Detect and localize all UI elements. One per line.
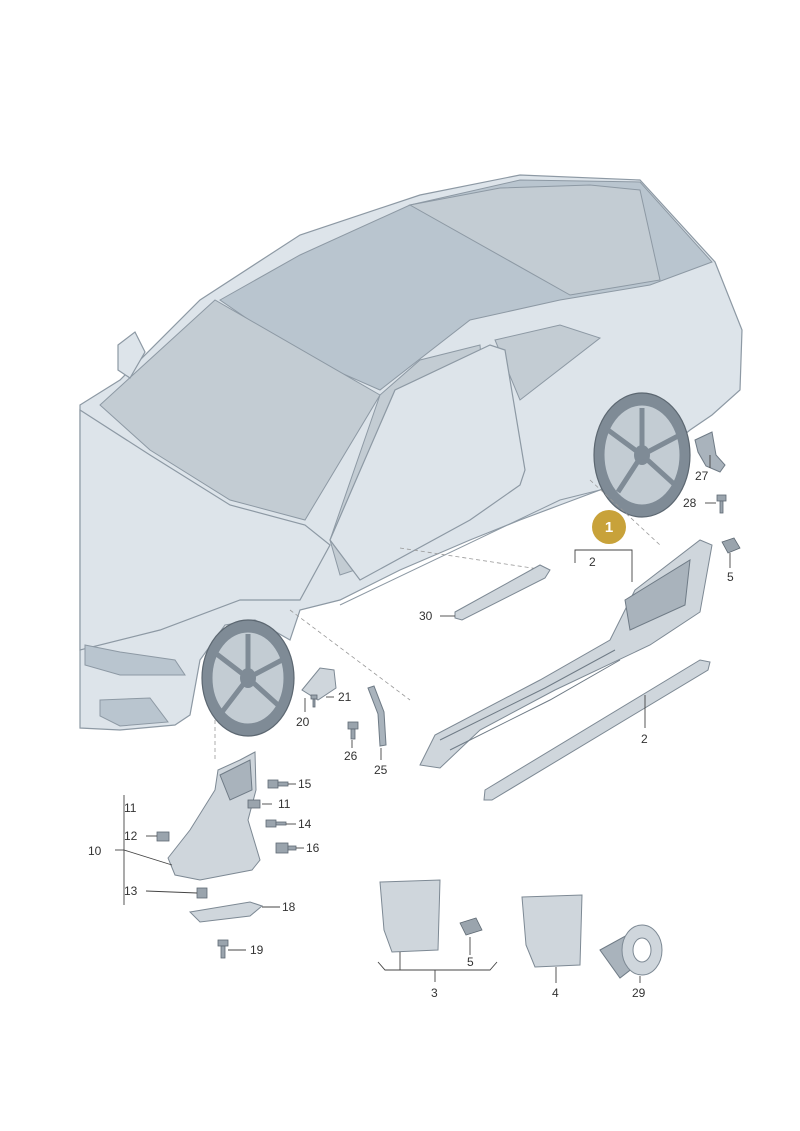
sill-plate xyxy=(454,564,551,621)
screw-19 xyxy=(217,939,229,959)
fastener-bag-3 xyxy=(379,879,441,953)
bracket-18 xyxy=(188,901,264,923)
callout-15: 15 xyxy=(298,777,312,791)
callout-5-upper: 5 xyxy=(727,570,734,584)
adhesive-tape-29 xyxy=(599,924,663,979)
callout-25: 25 xyxy=(374,763,388,777)
rear-wheel xyxy=(593,392,691,518)
clip-13 xyxy=(196,887,208,899)
callout-11-upper: 11 xyxy=(124,801,137,815)
screw-15 xyxy=(267,779,289,789)
callout-13: 13 xyxy=(124,884,138,898)
bracket-27 xyxy=(694,431,726,473)
clip-5-lower xyxy=(459,917,483,936)
callout-2-lower: 2 xyxy=(641,732,648,746)
callout-30: 30 xyxy=(419,609,433,623)
clip-11 xyxy=(247,799,261,809)
callout-28: 28 xyxy=(683,496,697,510)
bracket-20 xyxy=(301,667,337,701)
callout-3: 3 xyxy=(431,986,438,1000)
callout-4: 4 xyxy=(552,986,559,1000)
callout-2-upper: 2 xyxy=(589,555,596,569)
leader-lines xyxy=(115,455,731,983)
wheel-arch-liner xyxy=(167,751,261,881)
callout-26: 26 xyxy=(344,749,358,763)
screw-14 xyxy=(265,819,287,828)
callout-12: 12 xyxy=(124,829,138,843)
callout-5-lower: 5 xyxy=(467,955,474,969)
callout-20: 20 xyxy=(296,715,310,729)
clip-26 xyxy=(347,721,359,740)
trim-strip xyxy=(483,659,711,801)
callout-16: 16 xyxy=(306,841,320,855)
callout-11-lower: 11 xyxy=(278,797,291,811)
screw-28 xyxy=(716,494,727,514)
side-sill-trim xyxy=(419,539,713,769)
fastener-bag-4 xyxy=(521,894,583,968)
callout-19: 19 xyxy=(250,943,264,957)
callout-29: 29 xyxy=(632,986,646,1000)
clip-12 xyxy=(156,831,170,842)
callout-21: 21 xyxy=(338,690,352,704)
front-wheel xyxy=(201,619,295,737)
callout-labels: 2 2 5 27 28 30 21 20 26 25 11 12 10 13 1… xyxy=(88,469,734,1000)
badge-label: 1 xyxy=(605,519,613,536)
clip-5-upper xyxy=(721,537,741,554)
callout-27: 27 xyxy=(695,469,709,483)
screw-16 xyxy=(275,842,297,854)
strip-25 xyxy=(367,685,387,747)
callout-14: 14 xyxy=(298,817,312,831)
car-illustration xyxy=(79,174,743,760)
screw-21 xyxy=(310,694,318,708)
callout-10: 10 xyxy=(88,844,102,858)
callout-18: 18 xyxy=(282,900,296,914)
part-highlight-badge[interactable]: 1 xyxy=(592,510,626,544)
